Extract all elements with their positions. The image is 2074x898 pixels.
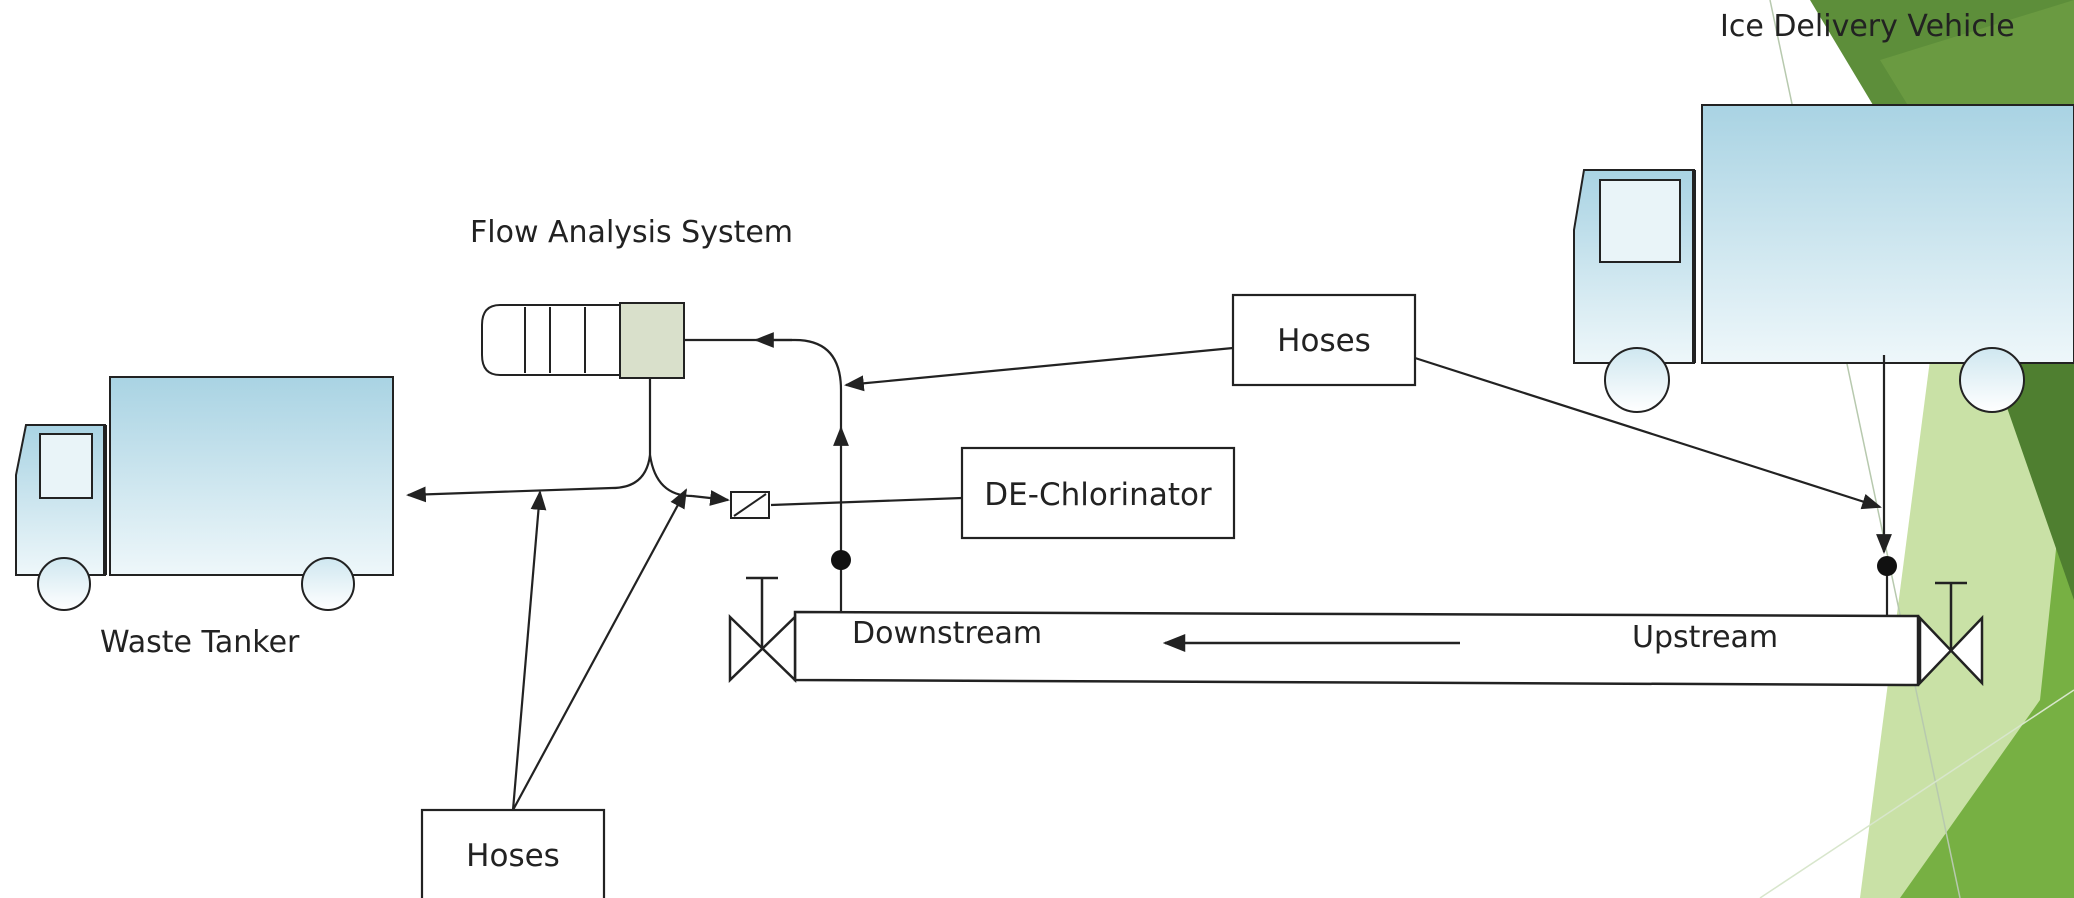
hose-connections [406,332,1892,811]
hoses-top-box: Hoses [1231,293,1417,387]
flow-analysis-system: Flow Analysis System [470,215,793,379]
waste-tanker-label: Waste Tanker [100,625,300,660]
upstream-tap-point [1877,556,1897,576]
outlet-to-tanker-line [406,454,652,503]
dechlorinator-fitting [730,491,770,519]
waste-tanker-tank [109,376,394,576]
hoses-bottom-box: Hoses [420,808,606,898]
dechlorinator-line [770,496,963,507]
hoses-top-to-analyzer-arrow [844,346,1234,392]
downstream-valve [728,576,797,683]
ice-vehicle-label: Ice Delivery Vehicle [1720,9,2015,44]
analyzer-inlet-line [756,338,843,430]
ice-vehicle-front-wheel [1604,347,1670,413]
hoses-bottom-label: Hoses [466,838,560,874]
ice-delivery-vehicle: Ice Delivery Vehicle [1573,9,2074,413]
flow-system-label: Flow Analysis System [470,215,793,250]
water-main-pipe: Downstream Upstream [793,610,1920,687]
waste-tanker-rear-wheel [301,557,355,611]
ice-vehicle-cargo-box [1701,104,2074,364]
waste-tanker: Waste Tanker [15,376,394,660]
hoses-top-label: Hoses [1277,323,1371,359]
dechlorinator-label: DE-Chlorinator [984,477,1212,513]
waste-tanker-window [39,433,93,499]
hoses-bottom-to-tanker-arrow [511,490,547,811]
flow-analyzer-module [619,302,685,379]
upstream-valve [1918,581,1984,687]
hoses-top-to-upstream-arrow [1414,356,1882,510]
upstream-label: Upstream [1632,620,1778,655]
ice-vehicle-window [1599,179,1681,263]
waste-tanker-front-wheel [37,557,91,611]
ice-vehicle-rear-wheel [1959,347,2025,413]
dechlorinator-box: DE-Chlorinator [960,446,1236,540]
downstream-label: Downstream [852,616,1042,651]
downstream-tap-point [831,550,851,570]
hoses-bottom-to-dechlorinator-arrow [512,488,687,811]
